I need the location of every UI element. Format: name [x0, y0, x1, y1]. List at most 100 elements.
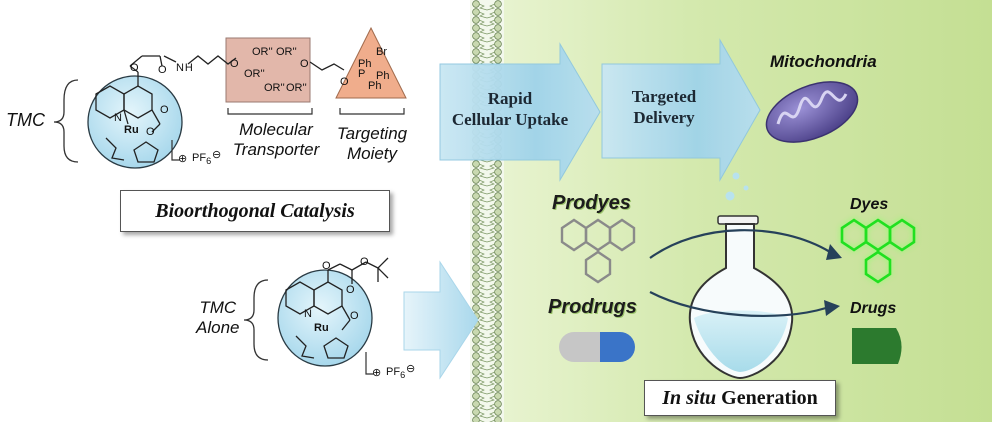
molecular-transporter-line2: Transporter	[232, 140, 320, 159]
lipid-tail	[478, 291, 496, 299]
lipid-head	[494, 32, 502, 40]
lipid-tail	[478, 11, 496, 19]
chem-o-5: O	[230, 58, 239, 70]
lipid-head	[472, 336, 480, 344]
lipid-head	[472, 232, 480, 240]
lipid-tail	[478, 35, 496, 43]
lipid-head	[494, 256, 502, 264]
lipid-tail	[478, 51, 496, 59]
lipid-head	[494, 24, 502, 32]
dyes-label: Dyes	[850, 196, 889, 213]
lipid-tail	[478, 275, 496, 283]
lipid-head	[472, 248, 480, 256]
lipid-tail	[478, 27, 496, 35]
chem-o-2: O	[158, 64, 167, 76]
targeted-delivery-label: Targeted Delivery	[604, 86, 724, 128]
lipid-head	[472, 216, 480, 224]
lipid-head	[494, 392, 502, 400]
chem-br: Br	[376, 46, 387, 58]
in-situ-generation-box: In situ Generation	[644, 380, 836, 416]
lipid-tail	[478, 395, 496, 403]
targeting-moiety-triangle	[335, 26, 407, 99]
lipid-tail	[478, 259, 496, 267]
pill-icon	[559, 332, 635, 362]
tmc-sphere	[87, 75, 183, 169]
curve-arrow-top	[649, 229, 831, 259]
prodye-molecule-icon	[560, 218, 636, 284]
lipid-tail	[478, 315, 496, 323]
drugs-label: Drugs	[850, 300, 897, 317]
lipid-head	[472, 48, 480, 56]
lipid-head	[472, 288, 480, 296]
lipid-head	[472, 392, 480, 400]
lipid-tail	[478, 3, 496, 11]
molecular-transporter-line1: Molecular	[239, 120, 313, 139]
chem-n: N	[114, 112, 122, 124]
chem-ph-3: Ph	[368, 80, 382, 92]
lipid-head	[494, 288, 502, 296]
lipid-head	[472, 240, 480, 248]
lipid-head	[494, 400, 502, 408]
lipid-head	[472, 400, 480, 408]
lipid-head	[472, 224, 480, 232]
or-label-1: OR''	[252, 46, 273, 58]
lipid-head	[494, 304, 502, 312]
alone-chem-o-4: O	[350, 310, 359, 322]
lipid-tail	[478, 379, 496, 387]
lipid-head	[494, 216, 502, 224]
lipid-head	[472, 416, 480, 422]
lipid-head	[472, 304, 480, 312]
lipid-head	[494, 16, 502, 24]
mitochondria-label: Mitochondria	[770, 52, 877, 71]
mitochondria-icon	[765, 81, 859, 143]
lipid-head	[494, 408, 502, 416]
chem-ru: Ru	[124, 124, 139, 136]
lipid-head	[472, 344, 480, 352]
alone-chem-o-3: O	[360, 256, 369, 268]
chem-o-4: O	[146, 126, 155, 138]
or-label-3: OR''	[244, 68, 265, 80]
lipid-head	[494, 328, 502, 336]
chem-pf: PF	[192, 152, 207, 164]
chem-ph-1: Ph	[358, 58, 372, 70]
targeting-moiety-line2: Moiety	[346, 144, 398, 163]
chem-plus: ⊕	[178, 153, 188, 165]
lipid-tail	[478, 363, 496, 371]
membrane-icon	[470, 0, 504, 422]
chem-nh: N H	[176, 62, 193, 74]
lipid-tail	[478, 171, 496, 179]
curve-arrow-bottom	[649, 291, 827, 318]
lipid-tail	[478, 307, 496, 315]
lipid-tail	[478, 387, 496, 395]
chem-o-1: O	[130, 62, 139, 74]
lipid-head	[494, 264, 502, 272]
alone-chem-o-2: O	[346, 284, 355, 296]
lipid-head	[472, 360, 480, 368]
flask-icon	[688, 172, 794, 380]
alone-chem-six: 6	[400, 370, 406, 381]
tmc-alone-molecule-icon	[285, 257, 389, 359]
lipid-head	[472, 256, 480, 264]
lipid-head	[494, 168, 502, 176]
lipid-head	[494, 248, 502, 256]
lipid-tail	[478, 243, 496, 251]
lipid-tail	[478, 331, 496, 339]
lipid-head	[494, 8, 502, 16]
lipid-head	[472, 176, 480, 184]
lipid-head	[472, 280, 480, 288]
lipid-head	[494, 312, 502, 320]
chem-o-7: O	[340, 76, 349, 88]
lipid-head	[494, 200, 502, 208]
lipid-head	[472, 368, 480, 376]
targeting-moiety-line1: Targeting	[336, 124, 408, 143]
lipid-tail	[478, 267, 496, 275]
prodrugs-label: Prodrugs	[548, 296, 637, 318]
lipid-head	[494, 40, 502, 48]
tmc-label: TMC	[6, 110, 45, 130]
tmc-alone-line2: Alone	[196, 318, 240, 337]
lipid-head	[494, 336, 502, 344]
lipid-tail	[478, 235, 496, 243]
lipid-head	[472, 264, 480, 272]
lipid-head	[494, 240, 502, 248]
